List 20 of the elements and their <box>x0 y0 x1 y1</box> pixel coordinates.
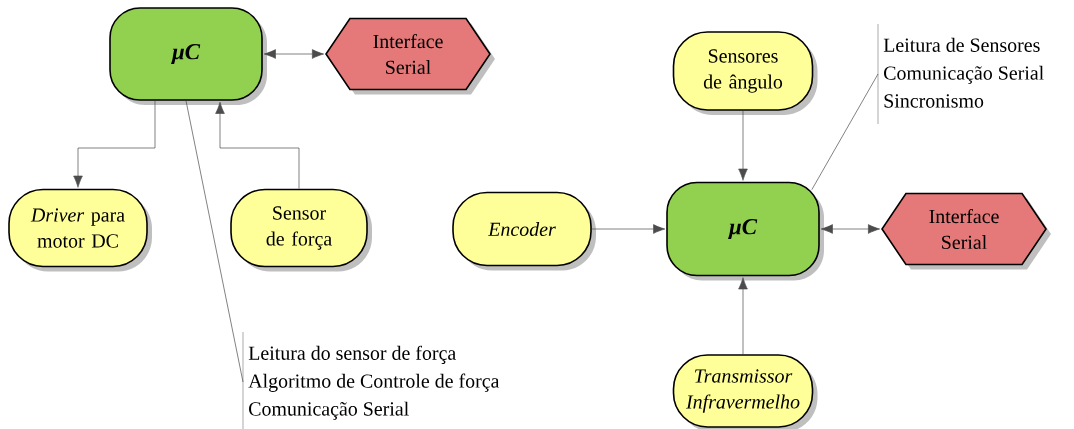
arrow <box>591 224 666 234</box>
microcontroller-box: μC <box>666 181 824 281</box>
rounded-box: Sensores de ângulo <box>672 31 818 115</box>
rounded-box: Transmissor Infravermelho <box>672 354 818 429</box>
annotation-text: Leitura do sensor de força Algoritmo de Controle de força Comunicação Serial <box>242 331 500 429</box>
leader-line <box>811 73 879 191</box>
arrow <box>820 224 880 234</box>
arrow <box>738 277 748 355</box>
arrow <box>263 49 324 59</box>
annotation-text: Leitura de Sensores Comunicação Serial Sincronismo <box>877 23 1044 125</box>
arrow <box>738 110 748 181</box>
rounded-box: Driver para motor DC <box>8 188 152 272</box>
leader-line <box>185 100 244 383</box>
interface-hexagon: Interface Serial <box>325 17 495 95</box>
arrow <box>73 100 156 188</box>
microcontroller-box: μC <box>109 7 267 105</box>
interface-hexagon: Interface Serial <box>881 192 1051 270</box>
arrow <box>215 101 300 190</box>
rounded-box: Encoder <box>452 191 596 271</box>
rounded-box: Sensor de força <box>230 188 372 272</box>
